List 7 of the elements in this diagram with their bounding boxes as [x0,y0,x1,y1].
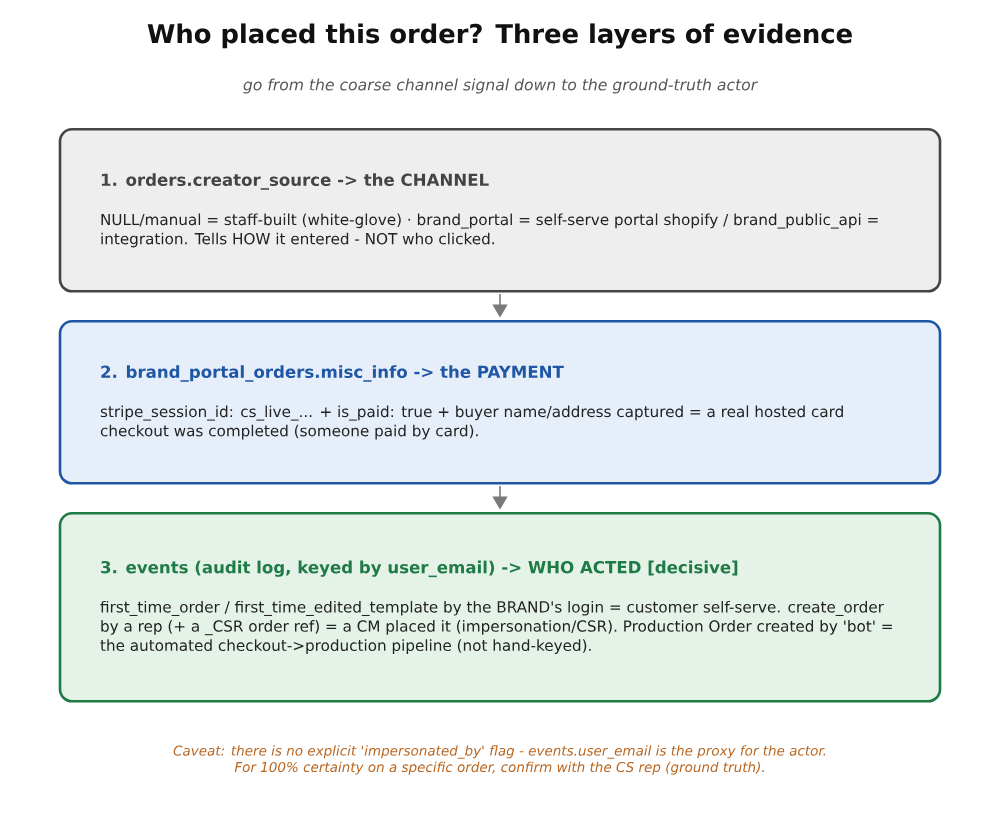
process-box [58,512,942,703]
title: Who placed this order? Three layers of evidence [147,23,852,49]
box-heading: 2. brand_portal_orders.misc_info -> the PAYMENT [101,365,564,382]
box-heading: 3. events (audit log, keyed by user_email) -> WHO ACTED [decisive] [101,560,738,578]
process-box [58,128,942,293]
process-box [58,320,942,485]
box-heading: 1. orders.creator_source -> the CHANNEL [101,173,489,190]
